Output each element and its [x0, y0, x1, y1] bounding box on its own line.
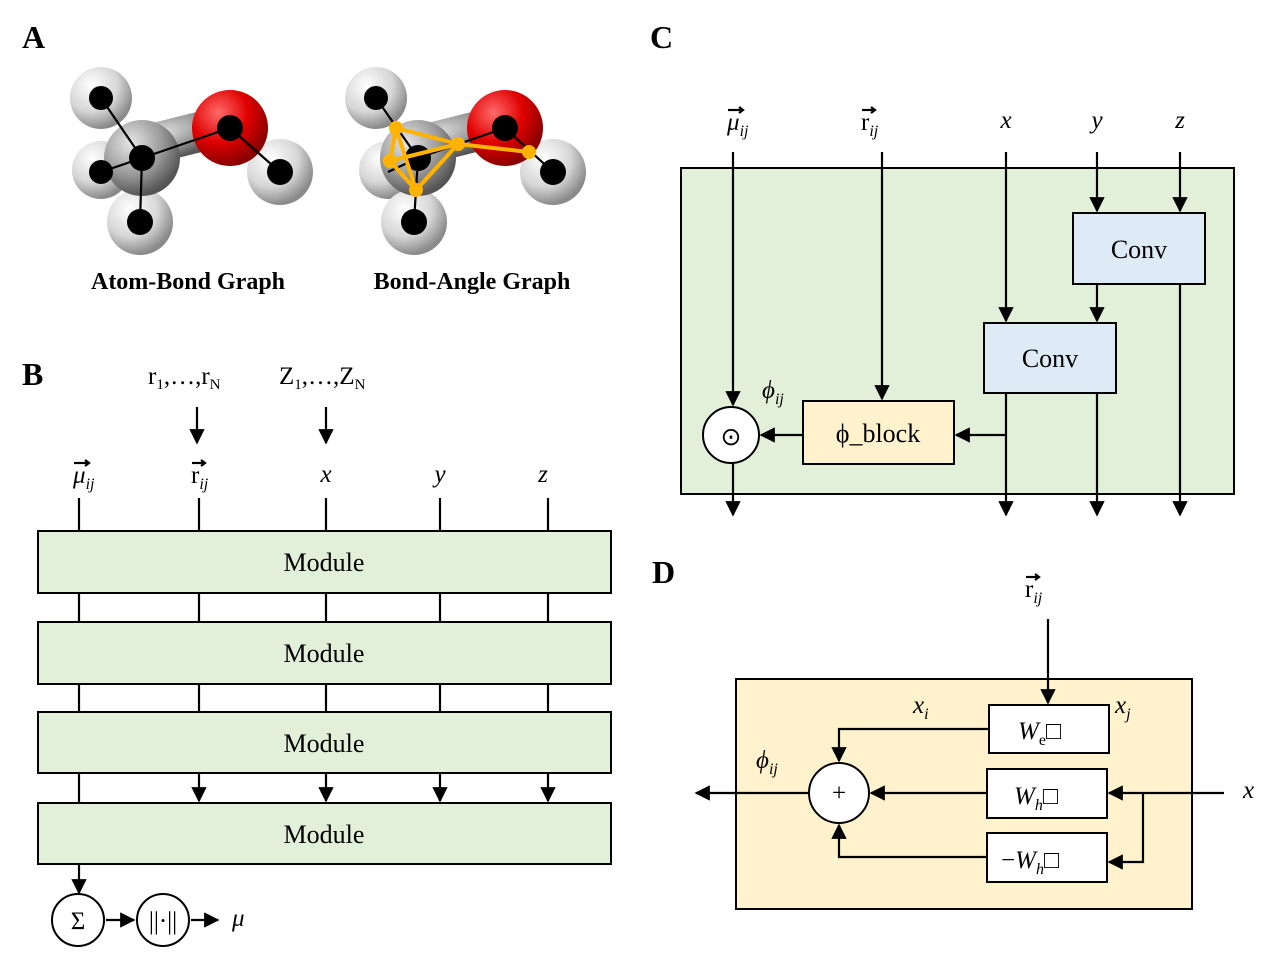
panel-label-c: C	[650, 19, 673, 55]
module-1	[37, 530, 612, 594]
module-4	[37, 802, 612, 865]
xi-label: xi	[912, 692, 929, 723]
xj-label: xj	[1114, 692, 1131, 723]
svg-text:rij: rij	[191, 462, 209, 493]
module-3	[37, 711, 612, 774]
atom-bond-molecule	[70, 67, 313, 255]
panel-label-b: B	[22, 356, 43, 392]
sum-node	[51, 893, 105, 947]
panel-d-connections	[694, 619, 1224, 870]
panel-c-stream-r: rij	[861, 106, 879, 140]
conv-top-label: Conv	[1111, 235, 1167, 264]
hadamard-node	[702, 406, 760, 464]
hadamard-symbol: ⊙	[721, 424, 742, 451]
module-4-label: Module	[284, 820, 365, 849]
module-3-label: Module	[284, 729, 365, 758]
we-box	[988, 704, 1110, 754]
neg-wh-box	[986, 832, 1108, 883]
phi-block-box	[802, 400, 955, 465]
sum-symbol: Σ	[71, 908, 86, 935]
connect-2-3	[77, 684, 550, 712]
plus-symbol: +	[832, 780, 846, 807]
panel-c-stream-x: x	[999, 107, 1011, 134]
panel-c-connections	[725, 152, 1188, 517]
conv-bottom-label: Conv	[1022, 344, 1078, 373]
module-2	[37, 621, 612, 685]
panel-b-input-lines	[77, 498, 550, 531]
svg-text:μij: μij	[72, 462, 95, 493]
conv-bottom-box	[983, 322, 1117, 394]
panel-b-stream-x: x	[319, 461, 331, 488]
panel-label-d: D	[652, 554, 675, 590]
phi-ij-label-c: ϕij	[762, 377, 784, 408]
svg-text:rij: rij	[1025, 576, 1043, 607]
panel-b-stream-r: rij	[191, 459, 209, 493]
panel-c-stream-z: z	[1174, 107, 1185, 134]
panel-b-stream-z: z	[537, 461, 548, 488]
panel-d-x-input: x	[1242, 777, 1254, 804]
panel-c-stream-y: y	[1088, 107, 1103, 134]
panel-b-stream-y: y	[431, 461, 446, 488]
phi-ij-output-label: ϕij	[756, 747, 778, 778]
input-r-list: r1,…,rN	[148, 363, 221, 393]
atom-bond-graph-caption: Atom-Bond Graph	[91, 269, 285, 295]
conv-top-box	[1072, 212, 1206, 285]
output-mu: μ	[231, 905, 245, 932]
norm-node	[136, 893, 190, 947]
module-1-label: Module	[284, 548, 365, 577]
panel-c-stream-mu: μij	[726, 106, 749, 140]
module-2-label: Module	[284, 639, 365, 668]
panel-d-r-input: rij	[1025, 573, 1043, 607]
phi-block-label: ϕ_block	[836, 419, 920, 448]
connect-1-2	[77, 593, 550, 622]
neg-wh-label: −Wh□	[1001, 847, 1060, 878]
connect-3-4	[77, 773, 556, 803]
panel-label-a: A	[22, 19, 45, 55]
bond-angle-molecule	[345, 67, 586, 255]
wh-label: Wh□	[1014, 783, 1059, 814]
angle-nodes	[383, 121, 536, 197]
bond-angle-graph-caption: Bond-Angle Graph	[374, 269, 571, 295]
panel-b-stream-mu: μij	[72, 459, 95, 493]
svg-text:μij: μij	[726, 109, 749, 140]
norm-symbol: ||·||	[149, 908, 177, 935]
svg-text:rij: rij	[861, 109, 879, 140]
we-label: We□	[1018, 718, 1062, 749]
input-z-list: Z1,…,ZN	[279, 363, 366, 393]
